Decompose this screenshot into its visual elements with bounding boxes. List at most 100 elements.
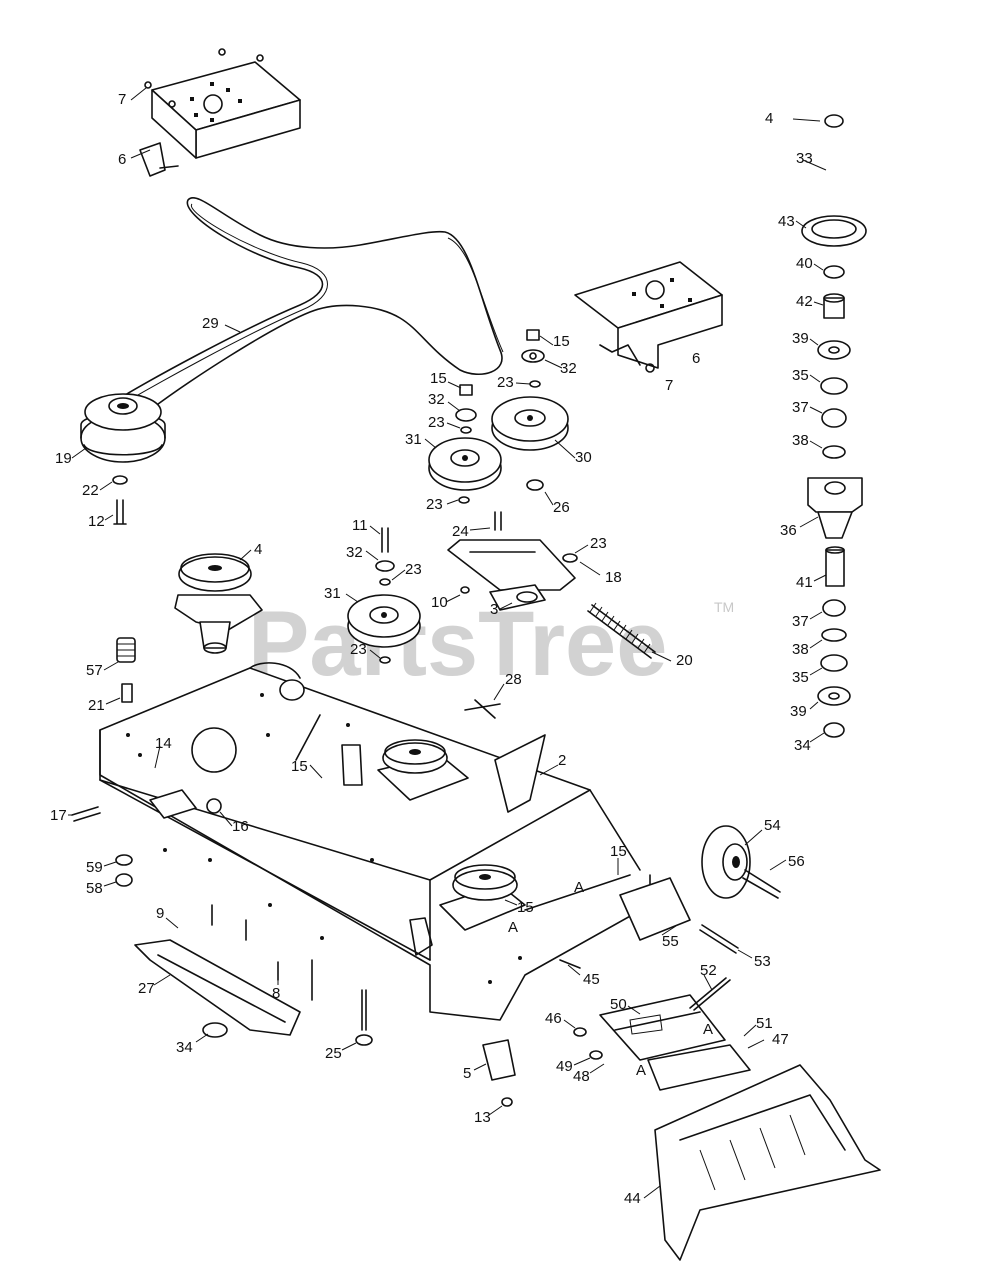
bolt-12 xyxy=(113,499,127,525)
callout-37-lower: 37 xyxy=(792,613,809,630)
callout-55: 55 xyxy=(662,933,679,950)
bushing-21 xyxy=(121,683,133,703)
callout-16: 16 xyxy=(232,818,249,835)
spring-clip-28 xyxy=(464,699,501,719)
nut-13 xyxy=(501,1097,513,1107)
callout-ref-a-2: A xyxy=(508,919,518,936)
mower-blade xyxy=(134,939,301,1036)
callout-7-top: 7 xyxy=(118,91,126,108)
spindle-left xyxy=(174,553,263,654)
callout-26: 26 xyxy=(553,499,570,516)
callout-32-lower: 32 xyxy=(346,544,363,561)
callout-36: 36 xyxy=(780,522,797,539)
callout-59: 59 xyxy=(86,859,103,876)
callout-39-upper: 39 xyxy=(792,330,809,347)
drive-belt xyxy=(119,197,504,411)
bolt-45 xyxy=(559,959,581,969)
callout-15-upper: 15 xyxy=(430,370,447,387)
idler-pulley-31-upper xyxy=(428,437,502,491)
callout-25: 25 xyxy=(325,1045,342,1062)
callout-58: 58 xyxy=(86,880,103,897)
callout-40: 40 xyxy=(796,255,813,272)
callout-14: 14 xyxy=(155,735,172,752)
callout-12: 12 xyxy=(88,513,105,530)
callout-54: 54 xyxy=(764,817,781,834)
callout-50: 50 xyxy=(610,996,627,1013)
callout-53: 53 xyxy=(754,953,771,970)
idler-arm xyxy=(447,511,578,611)
callout-13: 13 xyxy=(474,1109,491,1126)
callout-ref-a-3: A xyxy=(703,1021,713,1038)
callout-21: 21 xyxy=(88,697,105,714)
callout-15-front: 15 xyxy=(610,843,627,860)
callout-49: 49 xyxy=(556,1058,573,1075)
idler-spring-20 xyxy=(587,602,656,659)
callout-19: 19 xyxy=(55,450,72,467)
callout-4-left: 4 xyxy=(254,541,262,558)
callout-3: 3 xyxy=(490,601,498,618)
callout-45: 45 xyxy=(583,971,600,988)
callout-23-a: 23 xyxy=(497,374,514,391)
callout-47: 47 xyxy=(772,1031,789,1048)
callout-17: 17 xyxy=(50,807,67,824)
callout-leaders xyxy=(68,87,827,1199)
deck-housing xyxy=(99,662,651,1021)
wheel-bracket-55 xyxy=(619,877,691,941)
callout-22: 22 xyxy=(82,482,99,499)
callout-39-lower: 39 xyxy=(790,703,807,720)
callout-6-right: 6 xyxy=(692,350,700,367)
callout-27: 27 xyxy=(138,980,155,997)
callout-38-lower: 38 xyxy=(792,641,809,658)
idler-pulley-30 xyxy=(491,396,569,451)
callout-10: 10 xyxy=(431,594,448,611)
idler-pulley-31-lower xyxy=(347,527,421,664)
spindle-right xyxy=(409,864,526,956)
callout-31-lower: 31 xyxy=(324,585,341,602)
washer-49 xyxy=(589,1050,603,1060)
callout-23-d: 23 xyxy=(405,561,422,578)
callout-2: 2 xyxy=(558,752,566,769)
callout-41: 41 xyxy=(796,574,813,591)
callout-ref-a-4: A xyxy=(636,1062,646,1079)
callout-23-b: 23 xyxy=(428,414,445,431)
callout-34-blade: 34 xyxy=(176,1039,193,1056)
callout-6-top: 6 xyxy=(118,151,126,168)
callout-43: 43 xyxy=(778,213,795,230)
callout-9: 9 xyxy=(156,905,164,922)
callout-44: 44 xyxy=(624,1190,641,1207)
watermark-trademark: TM xyxy=(714,599,734,615)
callout-18: 18 xyxy=(605,569,622,586)
idler-hardware xyxy=(455,329,545,504)
watermark-text: PartsTree xyxy=(248,593,667,695)
idler-bracket-right xyxy=(574,261,723,373)
callout-24: 24 xyxy=(452,523,469,540)
washer-22 xyxy=(112,475,128,485)
callout-15-deck: 15 xyxy=(291,758,308,775)
pto-clutch xyxy=(80,393,166,463)
callout-32-upper: 32 xyxy=(428,391,445,408)
callout-42: 42 xyxy=(796,293,813,310)
spindle-center xyxy=(377,739,469,801)
nut-46 xyxy=(573,1027,587,1037)
nut-58 xyxy=(115,873,133,887)
spindle-parts-column xyxy=(801,114,867,738)
callout-23-f: 23 xyxy=(350,641,367,658)
callout-35-lower: 35 xyxy=(792,669,809,686)
washer-59 xyxy=(115,854,133,866)
bracket-5 xyxy=(482,1039,516,1081)
callout-11: 11 xyxy=(352,517,368,534)
gauge-wheel xyxy=(701,825,781,899)
callout-52: 52 xyxy=(700,962,717,979)
callout-57: 57 xyxy=(86,662,103,679)
callout-32-upper-right: 32 xyxy=(560,360,577,377)
callout-35-upper: 35 xyxy=(792,367,809,384)
callout-8: 8 xyxy=(272,985,280,1002)
blade-bolts xyxy=(211,904,373,1046)
callout-34-right: 34 xyxy=(794,737,811,754)
bolt-17 xyxy=(71,806,101,822)
callout-48: 48 xyxy=(573,1068,590,1085)
bolt-53 xyxy=(699,924,739,954)
callout-23-c: 23 xyxy=(426,496,443,513)
callout-38-upper: 38 xyxy=(792,432,809,449)
